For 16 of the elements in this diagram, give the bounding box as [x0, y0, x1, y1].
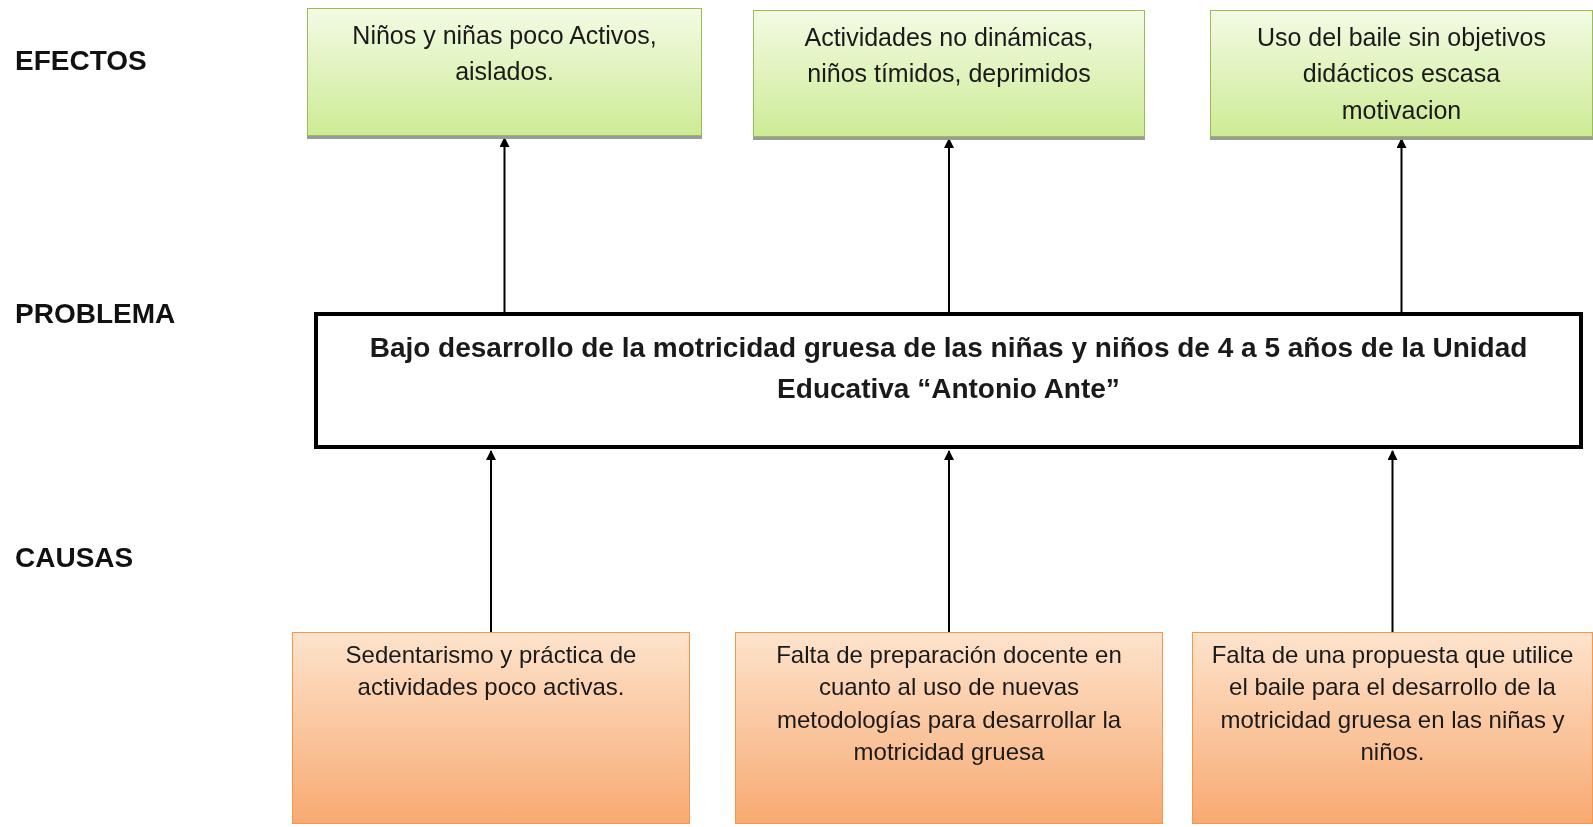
arrow	[1396, 138, 1407, 313]
cause-box: Sedentarismo y práctica de actividades poco activas.	[292, 632, 690, 824]
arrow	[499, 137, 510, 313]
effect-box: Niños y niñas poco Activos, aislados.	[307, 8, 702, 136]
problem-box: Bajo desarrollo de la motricidad gruesa de las niñas y niños de 4 a 5 años de la Unidad Educativa “Antonio Ante”	[314, 312, 1583, 449]
arrow	[944, 450, 954, 633]
cause-box: Falta de una propuesta que utilice el baile para el desarrollo de la motricidad gruesa en las niñas y niños.	[1192, 632, 1593, 824]
effect-box: Uso del baile sin objetivos didácticos escasa motivacion	[1210, 10, 1593, 137]
effect-box: Actividades no dinámicas, niños tímidos, deprimidos	[753, 10, 1145, 137]
row-heading: CAUSAS	[15, 542, 134, 574]
cause-box: Falta de preparación docente en cuanto al uso de nuevas metodologías para desarrollar la motricidad gruesa	[735, 632, 1163, 824]
arrow	[944, 138, 954, 313]
row-heading: PROBLEMA	[15, 298, 176, 330]
arrow	[486, 450, 496, 633]
arrow	[1387, 450, 1398, 633]
row-heading: EFECTOS	[15, 45, 147, 77]
